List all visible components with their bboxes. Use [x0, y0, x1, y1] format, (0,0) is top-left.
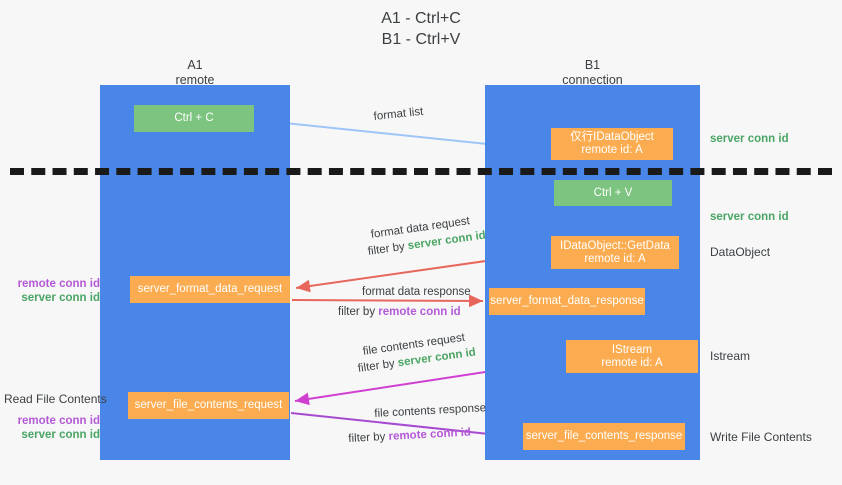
label-dataobject: DataObject	[710, 245, 771, 259]
box-ctrl-v-label: Ctrl + V	[593, 186, 633, 199]
caption-format-data-response: format data response	[362, 286, 471, 298]
box-idataobject: 仅行IDataObject remote id: A	[551, 128, 673, 160]
filter-value-remote-1: remote conn id	[378, 306, 461, 318]
label-server-conn-id-2: server conn id	[21, 429, 100, 441]
label-server-conn-id-top: server conn id	[710, 133, 789, 145]
box-getdata-title: IDataObject::GetData	[560, 239, 670, 252]
arrow-format-data-response	[291, 294, 484, 308]
label-istream: Istream	[710, 349, 751, 363]
box-idataobject-title: 仅行IDataObject	[570, 131, 654, 143]
box-server-format-data-request: server_format_data_request	[130, 276, 290, 303]
label-server-conn-id-middle: server conn id	[710, 211, 789, 223]
caption-file-contents-response: file contents response	[374, 402, 487, 420]
caption-format-data-response-filter: filter by remote conn id	[338, 305, 461, 320]
column-header-b1: B1 connection	[485, 58, 700, 88]
title-line-1: A1 - Ctrl+C	[381, 10, 461, 27]
column-header-a1: A1 remote	[100, 58, 290, 88]
page-title: A1 - Ctrl+C B1 - Ctrl+V	[0, 8, 842, 50]
title-line-2: B1 - Ctrl+V	[381, 31, 461, 48]
label-conn-ids-file: remote conn id server conn id	[8, 414, 100, 442]
filter-value-remote-2: remote conn id	[388, 426, 472, 443]
filter-prefix-1: filter by	[367, 240, 409, 258]
box-getdata-remote-id: remote id: A	[584, 252, 646, 265]
box-server-file-contents-response-label: server_file_contents_response	[525, 430, 683, 442]
column-a1-sub: remote	[175, 73, 215, 87]
box-idataobject-getdata: IDataObject::GetData remote id: A	[551, 236, 679, 269]
box-istream-title: IStream	[611, 343, 653, 356]
label-remote-conn-id-2: remote conn id	[17, 415, 100, 427]
box-server-format-data-request-label: server_format_data_request	[137, 283, 283, 295]
caption-file-contents-response-filter: filter by remote conn id	[348, 426, 471, 447]
label-write-file-contents: Write File Contents	[710, 430, 812, 444]
label-server-conn-id-1: server conn id	[21, 292, 100, 304]
filter-prefix-3: filter by	[357, 357, 399, 375]
filter-prefix-4: filter by	[348, 430, 389, 445]
box-ctrl-c-label: Ctrl + C	[174, 112, 214, 124]
label-read-file-contents: Read File Contents	[4, 392, 107, 406]
box-istream-remote-id: remote id: A	[601, 356, 663, 369]
box-server-file-contents-request-label: server_file_contents_request	[134, 399, 283, 411]
box-ctrl-c: Ctrl + C	[134, 105, 254, 132]
column-a1-name: A1	[187, 58, 203, 72]
filter-prefix-2: filter by	[338, 306, 379, 318]
divider-dashed-line	[10, 168, 832, 175]
box-server-file-contents-request: server_file_contents_request	[128, 392, 289, 419]
box-server-format-data-response-label: server_format_data_response	[490, 295, 644, 307]
box-idataobject-remote-id: remote id: A	[581, 144, 643, 156]
label-remote-conn-id-1: remote conn id	[17, 278, 100, 290]
box-server-format-data-response: server_format_data_response	[489, 288, 645, 315]
box-istream: IStream remote id: A	[566, 340, 698, 373]
caption-format-list: format list	[373, 105, 424, 123]
label-conn-ids-format: remote conn id server conn id	[8, 277, 100, 305]
column-b1-name: B1	[584, 58, 601, 72]
box-server-file-contents-response: server_file_contents_response	[523, 423, 685, 450]
column-b1-sub: connection	[562, 73, 623, 87]
box-ctrl-v: Ctrl + V	[554, 180, 672, 206]
